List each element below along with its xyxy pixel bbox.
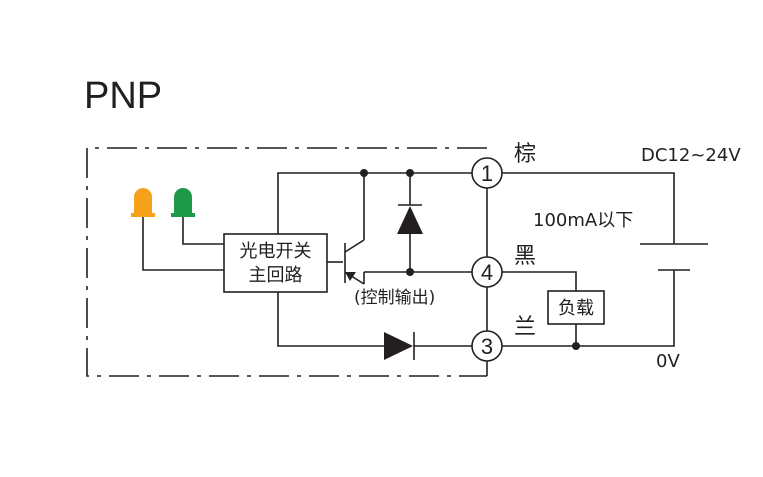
supply-rail-wire	[277, 172, 472, 234]
control-output-label: (控制输出)	[354, 288, 435, 308]
ground-voltage-label: 0V	[656, 351, 680, 372]
indicator-leds	[131, 188, 224, 271]
external-output-wire	[502, 271, 577, 291]
protection-diode-icon	[397, 173, 423, 272]
external-ground-wire	[502, 270, 675, 347]
main-circuit-label-line1: 光电开关	[240, 241, 312, 262]
brown-wire-label: 棕	[514, 142, 536, 167]
junction-dot	[406, 268, 414, 276]
load-block: 负载	[547, 290, 605, 325]
green-led-icon	[171, 188, 195, 217]
orange-led-icon	[131, 188, 155, 217]
terminal-4: 4	[471, 256, 503, 288]
terminal-3: 3	[471, 330, 503, 362]
sensor-housing-boundary	[86, 147, 487, 377]
terminal-3-number: 3	[481, 334, 493, 359]
pnp-transistor-icon	[327, 173, 472, 285]
main-circuit-block: 光电开关 主回路	[223, 233, 328, 293]
terminal-4-number: 4	[481, 260, 493, 285]
reverse-polarity-diode-icon	[384, 332, 472, 360]
supply-current-label: 100mA以下	[533, 210, 633, 231]
junction-dot	[406, 169, 414, 177]
battery-icon	[640, 243, 708, 271]
load-label: 负载	[558, 298, 594, 319]
ground-rail-wire	[277, 292, 384, 347]
main-circuit-label-line2: 主回路	[249, 265, 303, 286]
diagram-title: PNP	[84, 75, 162, 117]
terminal-1: 1	[471, 157, 503, 189]
external-positive-wire	[502, 172, 675, 244]
junction-dot	[360, 169, 368, 177]
supply-voltage-label: DC12~24V	[641, 145, 741, 166]
junction-dot	[572, 342, 580, 350]
terminal-1-number: 1	[481, 161, 493, 186]
blue-wire-label: 兰	[514, 315, 536, 340]
black-wire-label: 黑	[514, 244, 536, 269]
